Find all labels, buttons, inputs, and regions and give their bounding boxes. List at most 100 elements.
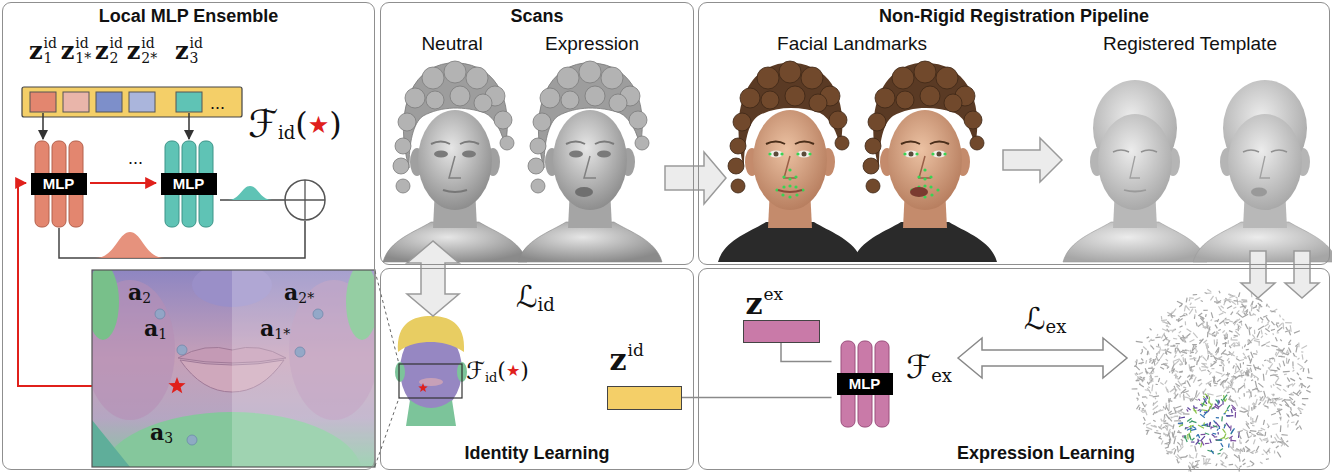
cloud-point: [1213, 355, 1216, 361]
use-shape: [518, 61, 662, 262]
cloud-point: [1190, 303, 1191, 305]
cloud-point: [1243, 447, 1244, 449]
cloud-point: [1138, 393, 1139, 396]
cloud-point: [1222, 343, 1227, 344]
cloud-point: [1150, 328, 1152, 330]
image-caption: Expression: [545, 33, 639, 55]
cloud-point: [1257, 331, 1260, 337]
use-shape: [718, 61, 862, 262]
latent-symbol: 1: [44, 51, 57, 66]
cloud-point: [1218, 439, 1222, 440]
line-shape: [42, 113, 44, 139]
cloud-point: [1241, 304, 1245, 308]
cloud-point: [1247, 370, 1248, 376]
cloud-point: [1271, 441, 1276, 442]
cloud-point: [1293, 353, 1294, 356]
cloud-point: [1203, 340, 1207, 343]
cloud-point: [1139, 384, 1144, 387]
cloud-point: [1298, 343, 1299, 348]
panel-title: Scans: [510, 6, 563, 28]
cloud-point: [1236, 356, 1238, 358]
latent-symbol: 2*: [141, 51, 157, 66]
cloud-point: [1266, 342, 1270, 344]
cloud-point: [1258, 430, 1262, 432]
flow-arrow: [1241, 251, 1275, 298]
cloud-point: [1206, 343, 1208, 346]
cloud-point: [1172, 448, 1175, 450]
cloud-point: [1277, 387, 1281, 390]
index-stack: id1*: [75, 36, 91, 65]
cloud-point: [1251, 314, 1254, 315]
cloud-point: [1210, 439, 1212, 443]
cloud-point: [1293, 401, 1295, 404]
cloud-point: [1273, 398, 1278, 400]
cloud-point: [1235, 412, 1237, 418]
cloud-point: [1239, 385, 1244, 389]
cloud-point: [1165, 405, 1167, 409]
cloud-point: [1160, 383, 1163, 385]
cloud-point: [1227, 358, 1229, 361]
index-stack: id1: [44, 36, 57, 65]
cloud-point: [1189, 367, 1190, 369]
cloud-point: [1174, 449, 1176, 454]
cloud-point: [1258, 318, 1259, 321]
cloud-point: [1274, 358, 1275, 361]
cloud-point: [1154, 432, 1161, 434]
cloud-point: [1215, 333, 1218, 337]
path-shape: [406, 400, 456, 426]
g-shape: [92, 270, 375, 467]
label-group: a1*: [260, 316, 290, 341]
cloud-point: [1218, 404, 1222, 408]
cloud-point: [1203, 423, 1205, 425]
cloud-point: [1269, 358, 1274, 359]
cloud-point: [1166, 359, 1168, 361]
cloud-point: [1242, 459, 1245, 462]
cloud-point: [1199, 340, 1202, 344]
cloud-point: [1241, 372, 1242, 378]
cloud-point: [1140, 376, 1142, 378]
cloud-point: [1192, 397, 1195, 401]
cloud-point: [1205, 433, 1209, 434]
cloud-point: [1227, 372, 1229, 376]
cloud-point: [1179, 359, 1183, 364]
cloud-point: [1165, 425, 1167, 427]
cloud-point: [1251, 306, 1253, 312]
cloud-point: [1176, 375, 1178, 380]
cloud-point: [1275, 337, 1277, 341]
cloud-point: [1185, 436, 1188, 442]
cloud-point: [1224, 333, 1227, 339]
cloud-point: [1273, 374, 1279, 377]
cloud-point: [1217, 432, 1219, 434]
cloud-point: [1249, 339, 1252, 343]
circle-shape: [177, 345, 187, 355]
cloud-point: [1273, 374, 1278, 376]
cloud-point: [1229, 436, 1233, 438]
cloud-point: [1223, 353, 1227, 355]
cloud-point: [1179, 305, 1181, 307]
cloud-point: [1232, 388, 1233, 390]
cloud-point: [1168, 429, 1170, 433]
cloud-point: [1228, 361, 1230, 364]
cloud-point: [1249, 357, 1251, 362]
cloud-point: [1172, 309, 1176, 314]
latent-code-box: zid: [607, 386, 682, 410]
cloud-point: [1143, 346, 1147, 349]
cloud-point: [1179, 371, 1183, 373]
cloud-point: [1227, 340, 1229, 344]
cloud-point: [1193, 294, 1197, 296]
cloud-point: [1290, 399, 1292, 402]
circle-shape: [313, 309, 323, 319]
cloud-point: [1231, 312, 1233, 315]
cloud-point: [1174, 407, 1176, 413]
cloud-point: [1229, 321, 1233, 322]
cloud-point: [1198, 425, 1204, 428]
rect-shape: [96, 92, 122, 112]
cloud-point: [1176, 319, 1179, 321]
cloud-point: [1276, 409, 1282, 412]
cloud-point: [1233, 376, 1236, 378]
cloud-point: [1186, 397, 1192, 399]
cloud-point: [1292, 361, 1293, 366]
cloud-point: [1265, 333, 1267, 335]
cloud-point: [1233, 336, 1237, 337]
latent-code-box: zex: [743, 320, 820, 343]
